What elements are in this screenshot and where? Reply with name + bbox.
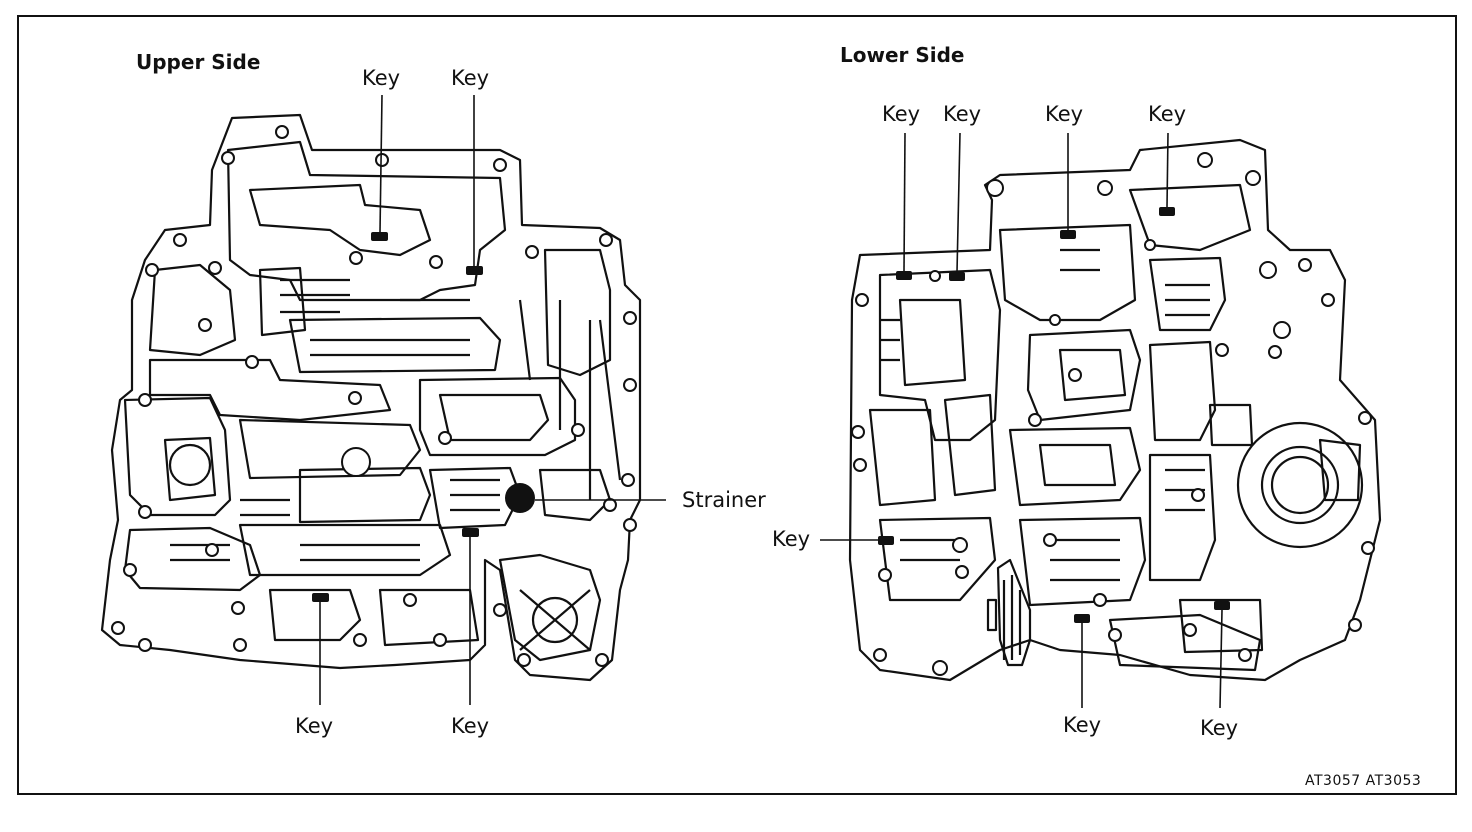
lower-key-label-3: Key xyxy=(1045,102,1084,126)
lower-key-6 xyxy=(1074,614,1090,623)
upper-key-4 xyxy=(462,528,479,537)
lower-key-label-5: Key xyxy=(772,527,811,551)
strainer-label: Strainer xyxy=(682,488,766,512)
lower-keys xyxy=(878,207,1230,623)
lower-side-plate xyxy=(848,138,1382,682)
lower-key-1 xyxy=(896,271,912,280)
lower-key-label-2: Key xyxy=(943,102,982,126)
upper-key-1 xyxy=(371,232,388,241)
upper-key-2 xyxy=(466,266,483,275)
lower-key-label-1: Key xyxy=(882,102,921,126)
lower-side-title: Lower Side xyxy=(840,43,965,67)
upper-key-label-3: Key xyxy=(295,714,334,738)
figure-code: AT3057 AT3053 xyxy=(1305,773,1422,789)
lower-key-label-4: Key xyxy=(1148,102,1187,126)
lower-key-7 xyxy=(1214,601,1230,610)
lower-key-5 xyxy=(878,536,894,545)
lower-bolt-holes xyxy=(851,152,1375,676)
lower-leaders xyxy=(820,132,1223,709)
upper-key-label-2: Key xyxy=(451,66,490,90)
upper-key-label-4: Key xyxy=(451,714,490,738)
upper-keys xyxy=(312,232,535,602)
upper-bolt-holes xyxy=(111,125,637,667)
lower-key-4 xyxy=(1159,207,1175,216)
strainer-mark xyxy=(505,483,535,513)
lower-key-label-7: Key xyxy=(1200,716,1239,740)
upper-key-label-1: Key xyxy=(362,66,401,90)
lower-key-2 xyxy=(949,272,965,281)
lower-key-3 xyxy=(1060,230,1076,239)
upper-leaders xyxy=(319,94,666,705)
figure-frame xyxy=(17,15,1457,795)
upper-key-3 xyxy=(312,593,329,602)
lower-key-label-6: Key xyxy=(1063,713,1102,737)
upper-side-title: Upper Side xyxy=(136,50,261,74)
upper-side-plate xyxy=(100,113,642,682)
